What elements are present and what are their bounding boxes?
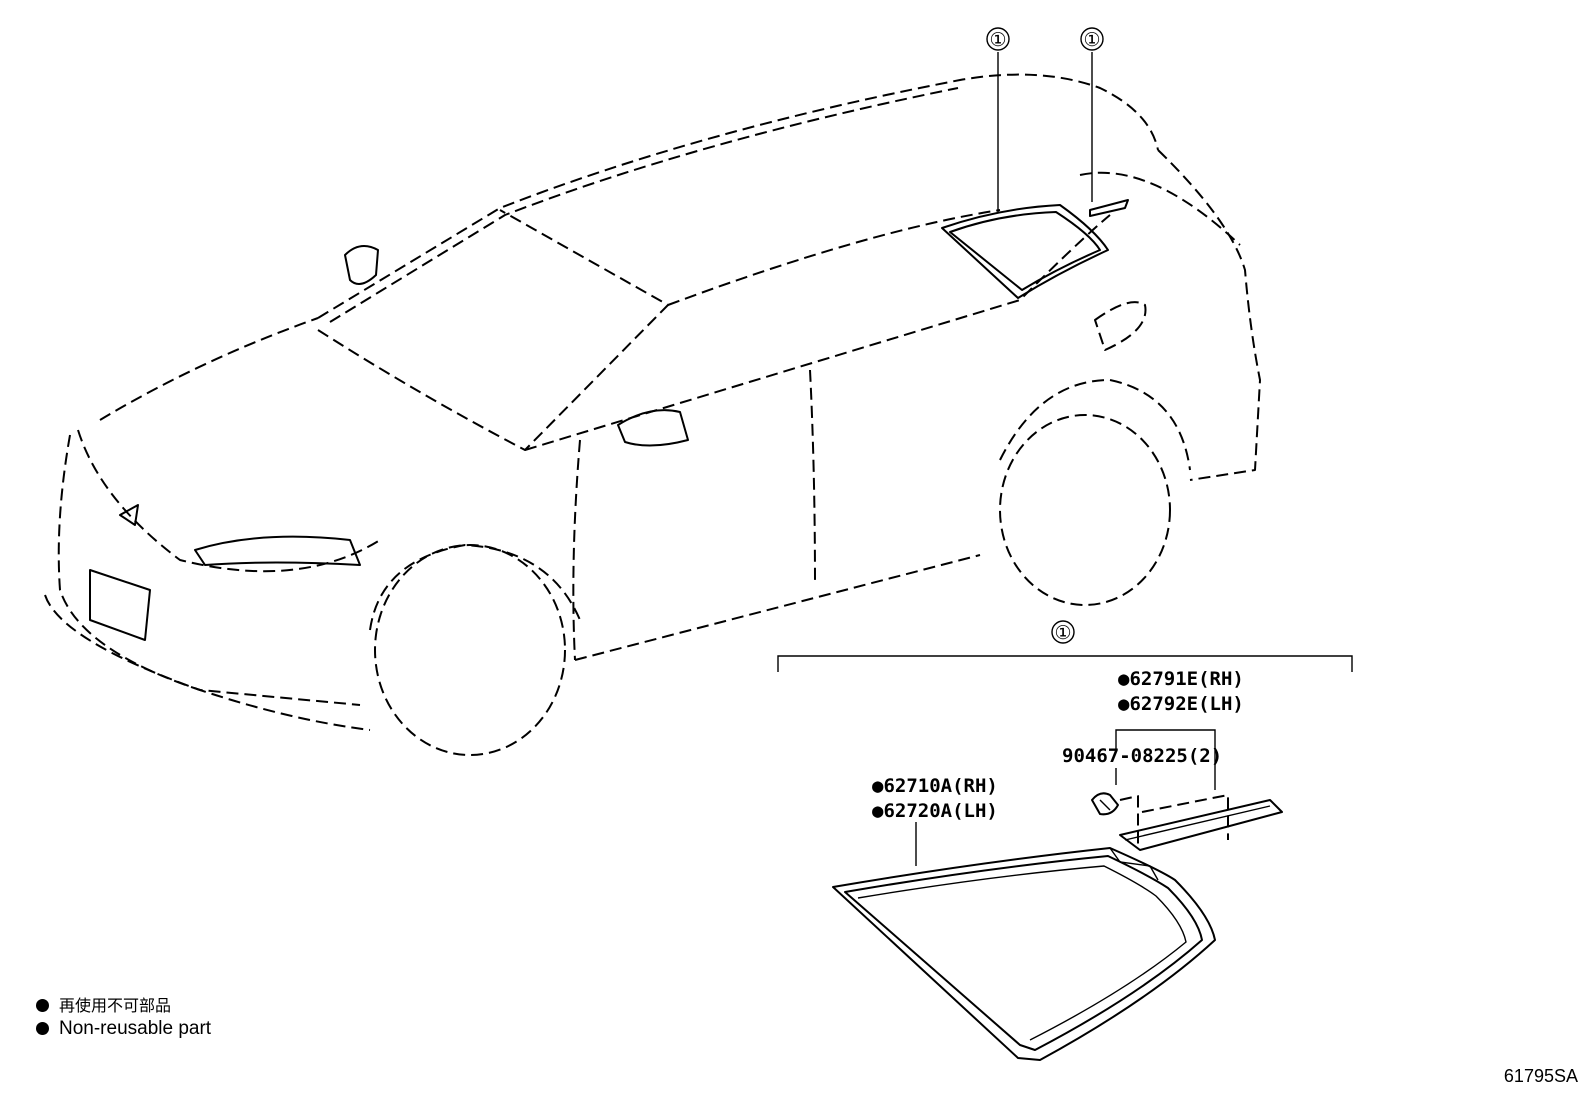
legend-japanese: 再使用不可部品	[36, 992, 171, 1016]
molding-part	[1119, 799, 1283, 851]
callout-circle-right	[1080, 27, 1104, 51]
clip-part	[1091, 792, 1229, 848]
figure-id: 61795SA	[1503, 1066, 1578, 1086]
molding-leaders	[1115, 729, 1216, 790]
legend-english: Non-reusable part	[36, 1018, 211, 1040]
label-glass-lh: ●62720A(LH)	[872, 800, 998, 822]
group-callout-label: ①	[1054, 622, 1071, 644]
vehicle-callouts: ① ①	[986, 27, 1104, 212]
bullet-icon	[36, 1022, 49, 1035]
label-molding-rh: ●62791E(RH)	[1118, 668, 1244, 690]
exploded-group: ①	[777, 620, 1353, 672]
vehicle-outline	[44, 73, 1261, 756]
quarter-glass-part	[832, 822, 1216, 1061]
bullet-icon	[36, 999, 49, 1012]
group-callout-circle	[1051, 620, 1075, 644]
group-bracket	[777, 655, 1353, 672]
callout-label-right: ①	[1083, 29, 1100, 51]
callout-circle-left	[986, 27, 1010, 51]
label-clip: 90467-08225(2)	[1062, 745, 1222, 767]
legend-japanese-text: 再使用不可部品	[59, 996, 172, 1015]
label-molding-lh: ●62792E(LH)	[1118, 693, 1244, 715]
label-glass-rh: ●62710A(RH)	[872, 775, 998, 797]
callout-label-left: ①	[989, 29, 1006, 51]
part-labels: ●62791E(RH) ●62792E(LH) 90467-08225(2) ●…	[872, 668, 1244, 822]
legend-english-text: Non-reusable part	[59, 1018, 212, 1039]
